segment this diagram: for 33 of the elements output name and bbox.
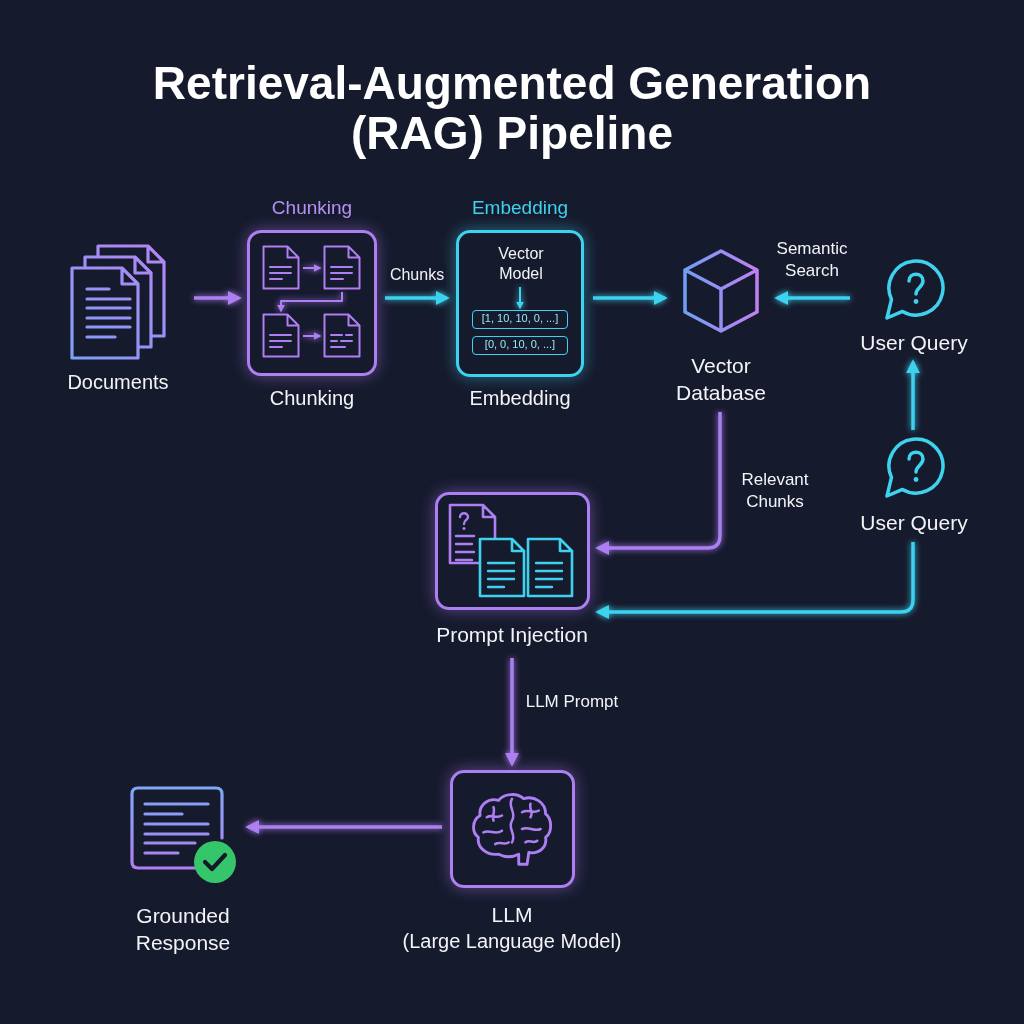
arrow [906, 359, 920, 430]
arrow [505, 658, 519, 767]
arrow [245, 820, 442, 834]
stage-title: Chunking [271, 196, 353, 220]
document-icon [262, 313, 300, 358]
stage-title: Embedding [471, 196, 569, 220]
stage-label: Chunking [269, 386, 355, 411]
arrow [302, 264, 322, 272]
arrow [774, 291, 850, 305]
model-label: Vector Model [497, 244, 545, 284]
node-label: Vector Database [675, 353, 767, 406]
arrow [595, 412, 722, 555]
document-icon [262, 245, 300, 290]
diagram-title: Retrieval-Augmented Generation (RAG) Pipeline [151, 58, 873, 158]
arrow [194, 291, 242, 305]
node-label: Prompt Injection [436, 622, 588, 648]
arrow [595, 542, 915, 619]
document-icon [323, 313, 361, 358]
arrow [593, 291, 668, 305]
node-label: User Query [860, 510, 968, 536]
arrow [385, 291, 450, 305]
node-label: Grounded Response [134, 903, 232, 956]
vector-value: [0, 0, 10, 0, ...] [472, 336, 568, 355]
node-subtitle: (Large Language Model) [402, 929, 622, 954]
arrow [302, 332, 322, 340]
node-label: LLM [491, 902, 533, 928]
node-label: Documents [67, 370, 169, 395]
arrow [516, 286, 524, 310]
node-label: User Query [860, 330, 968, 356]
document-icon [323, 245, 361, 290]
stage-label: Embedding [469, 386, 571, 411]
arrow [277, 291, 343, 313]
vector-value: [1, 10, 10, 0, ...] [472, 310, 568, 329]
